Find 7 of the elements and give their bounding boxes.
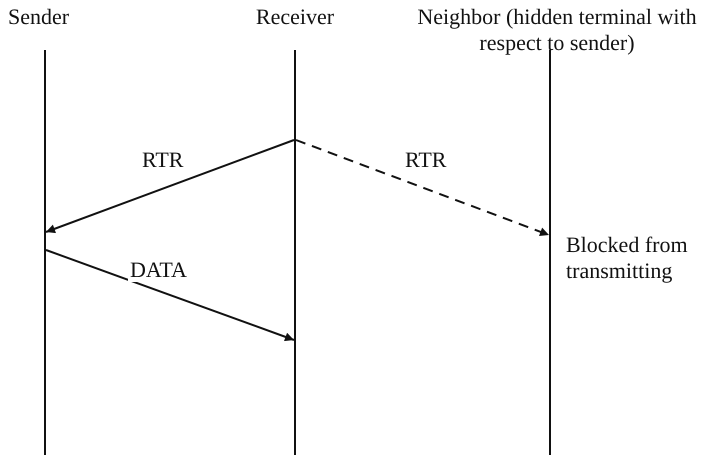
participant-label: Neighbor (hidden terminal with respect to sender) <box>416 4 698 56</box>
participant-label: Sender <box>8 4 70 30</box>
message-arrow <box>46 139 294 234</box>
participant-label: Receiver <box>254 4 336 30</box>
status-note: Blocked from transmitting <box>566 232 689 284</box>
message-arrow <box>296 139 550 236</box>
message-arrow <box>46 249 294 342</box>
